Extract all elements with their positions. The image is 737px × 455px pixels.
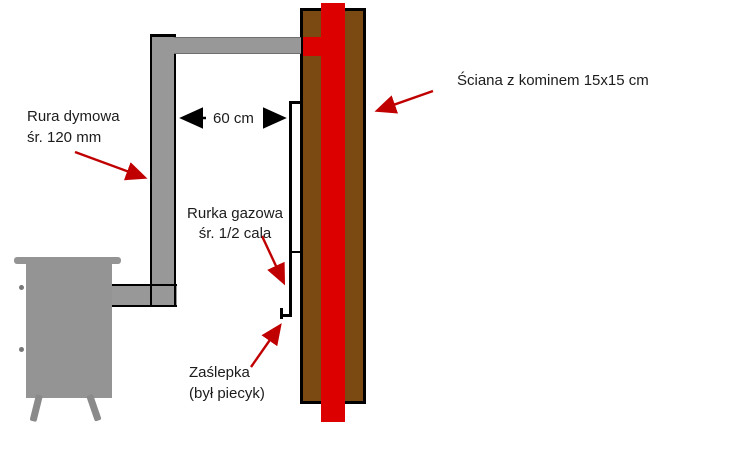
smoke-pipe-right-outline [174, 54, 176, 307]
label-cap-line1: Zaślepka [189, 364, 250, 381]
label-smoke-pipe-line2: śr. 120 mm [27, 129, 102, 146]
arrow-wall-callout [374, 89, 434, 114]
gas-pipe-vertical [289, 101, 292, 317]
label-wall-chimney: Ściana z kominem 15x15 cm [457, 72, 649, 89]
chimney-flue [321, 3, 345, 422]
label-gas-pipe-line2: śr. 1/2 cala [198, 225, 272, 242]
label-smoke-pipe-line1: Rura dymowa [27, 108, 120, 125]
stove-leg-right [86, 393, 102, 422]
smoke-pipe-vertical [150, 34, 176, 307]
stove-knob-bottom [19, 347, 24, 352]
stove-body [26, 263, 112, 398]
arrow-cap-callout [250, 323, 282, 368]
stove-top-plate [14, 257, 121, 264]
label-cap-line2: (był piecyk) [189, 385, 265, 402]
gas-pipe-bottom-bend [282, 314, 292, 317]
stove-knob-top [19, 285, 24, 290]
arrow-smoke-pipe-callout [74, 150, 148, 181]
chimney-connector-opening [303, 37, 322, 56]
label-gas-pipe: Rurka gazowa śr. 1/2 cala [183, 204, 287, 244]
gas-pipe-top-bend [290, 101, 303, 104]
smoke-pipe-stove-stub [112, 284, 177, 307]
smoke-pipe-seam [150, 284, 152, 307]
label-gas-pipe-line1: Rurka gazowa [187, 205, 283, 222]
label-smoke-pipe: Rura dymowa śr. 120 mm [27, 106, 120, 148]
gas-pipe-end-cap [280, 308, 283, 319]
label-cap: Zaślepka (był piecyk) [189, 362, 265, 404]
smoke-pipe-horizontal-top [174, 37, 301, 54]
stove-leg-left [29, 394, 43, 423]
gas-pipe-wall-bracket [291, 251, 302, 253]
label-dimension-60cm: 60 cm [213, 110, 254, 127]
